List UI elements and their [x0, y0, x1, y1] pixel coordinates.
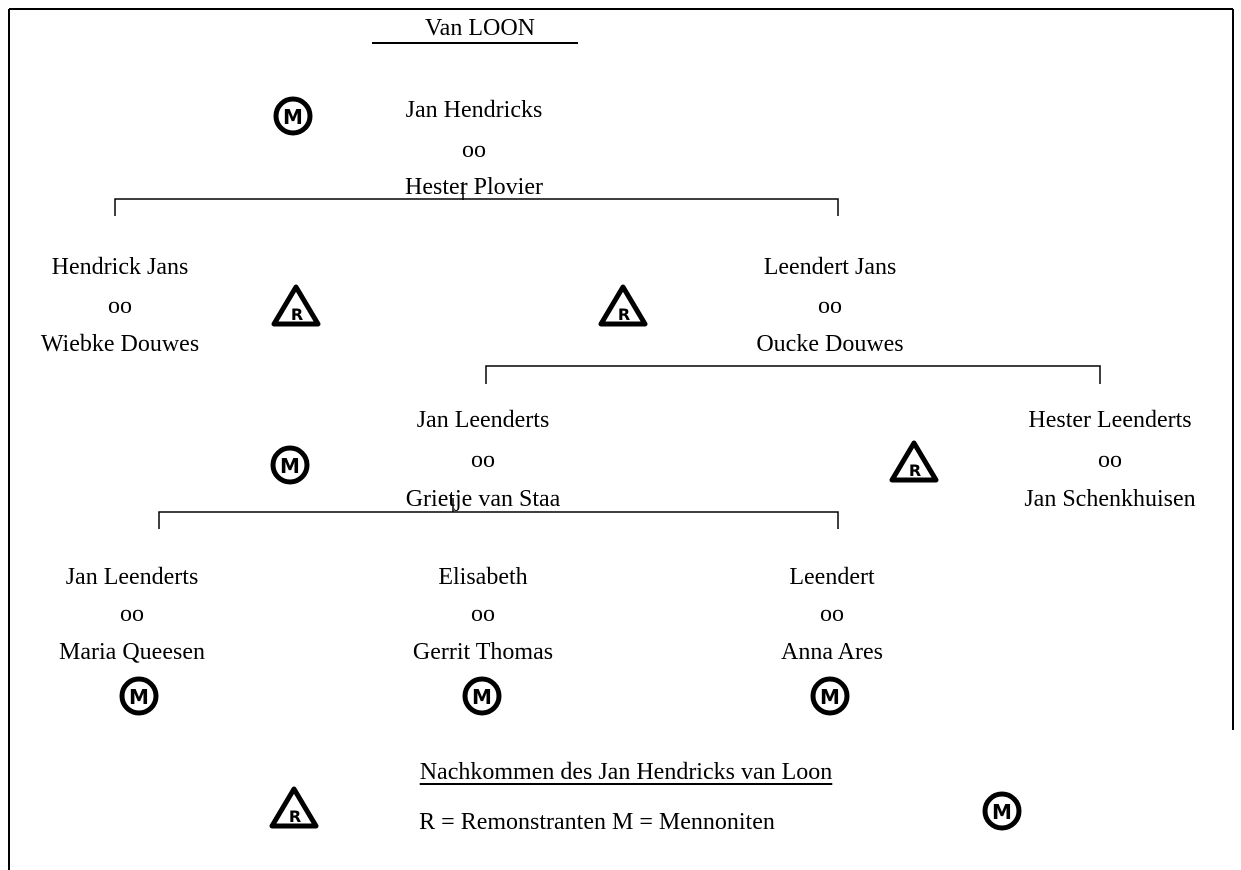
gen3-bracket — [485, 365, 1101, 384]
gen2-left-husband: Hendrick Jans — [51, 254, 189, 280]
circle-m-icon: M — [119, 676, 159, 716]
gen4-a-marriage: oo — [120, 601, 144, 627]
gen2-left-wife: Wiebke Douwes — [40, 331, 200, 357]
triangle-r-icon: R — [889, 440, 939, 483]
legend-key-text: R = Remonstranten M = Mennoniten — [419, 809, 775, 835]
svg-text:M: M — [280, 454, 300, 478]
circle-m-icon: M — [273, 96, 313, 136]
svg-text:M: M — [129, 685, 149, 709]
triangle-r-icon: R — [598, 284, 648, 327]
root-wife: Hester Plovier — [405, 174, 543, 200]
gen3-left-husband: Jan Leenderts — [416, 407, 550, 433]
circle-m-icon: M — [462, 676, 502, 716]
root-husband: Jan Hendricks — [405, 97, 543, 123]
gen4-bracket — [158, 511, 839, 529]
svg-text:M: M — [472, 685, 492, 709]
svg-text:R: R — [289, 807, 301, 826]
gen4-c-husband: Leendert — [789, 564, 875, 590]
gen3-right-wife: Jan Schenkhuisen — [1024, 486, 1196, 512]
gen4-b-husband: Elisabeth — [438, 564, 528, 590]
gen4-b-marriage: oo — [471, 601, 495, 627]
svg-text:R: R — [291, 305, 303, 324]
svg-text:R: R — [909, 461, 921, 480]
svg-text:M: M — [283, 105, 303, 129]
root-marriage: oo — [462, 137, 486, 163]
triangle-r-icon: R — [269, 786, 319, 829]
gen3-left-marriage: oo — [471, 447, 495, 473]
gen2-bracket — [114, 198, 839, 216]
gen4-c-marriage: oo — [820, 601, 844, 627]
gen4-a-wife: Maria Queesen — [59, 639, 205, 665]
gen4-c-wife: Anna Ares — [781, 639, 883, 665]
gen3-right-marriage: oo — [1098, 447, 1122, 473]
circle-m-icon: M — [810, 676, 850, 716]
gen4-a-husband: Jan Leenderts — [65, 564, 199, 590]
gen4-b-wife: Gerrit Thomas — [412, 639, 554, 665]
gen2-right-wife: Oucke Douwes — [756, 331, 904, 357]
circle-m-icon: M — [982, 791, 1022, 831]
gen2-right-marriage: oo — [818, 293, 842, 319]
gen2-left-marriage: oo — [108, 293, 132, 319]
gen3-left-wife: Grietje van Staa — [405, 486, 561, 512]
gen3-right-husband: Hester Leenderts — [1028, 407, 1192, 433]
svg-text:M: M — [820, 685, 840, 709]
svg-text:R: R — [618, 305, 630, 324]
page-title: Van LOON — [425, 15, 535, 41]
triangle-r-icon: R — [271, 284, 321, 327]
svg-text:M: M — [992, 800, 1012, 824]
circle-m-icon: M — [270, 445, 310, 485]
gen2-right-husband: Leendert Jans — [763, 254, 897, 280]
legend-caption: Nachkommen des Jan Hendricks van Loon — [419, 759, 833, 785]
